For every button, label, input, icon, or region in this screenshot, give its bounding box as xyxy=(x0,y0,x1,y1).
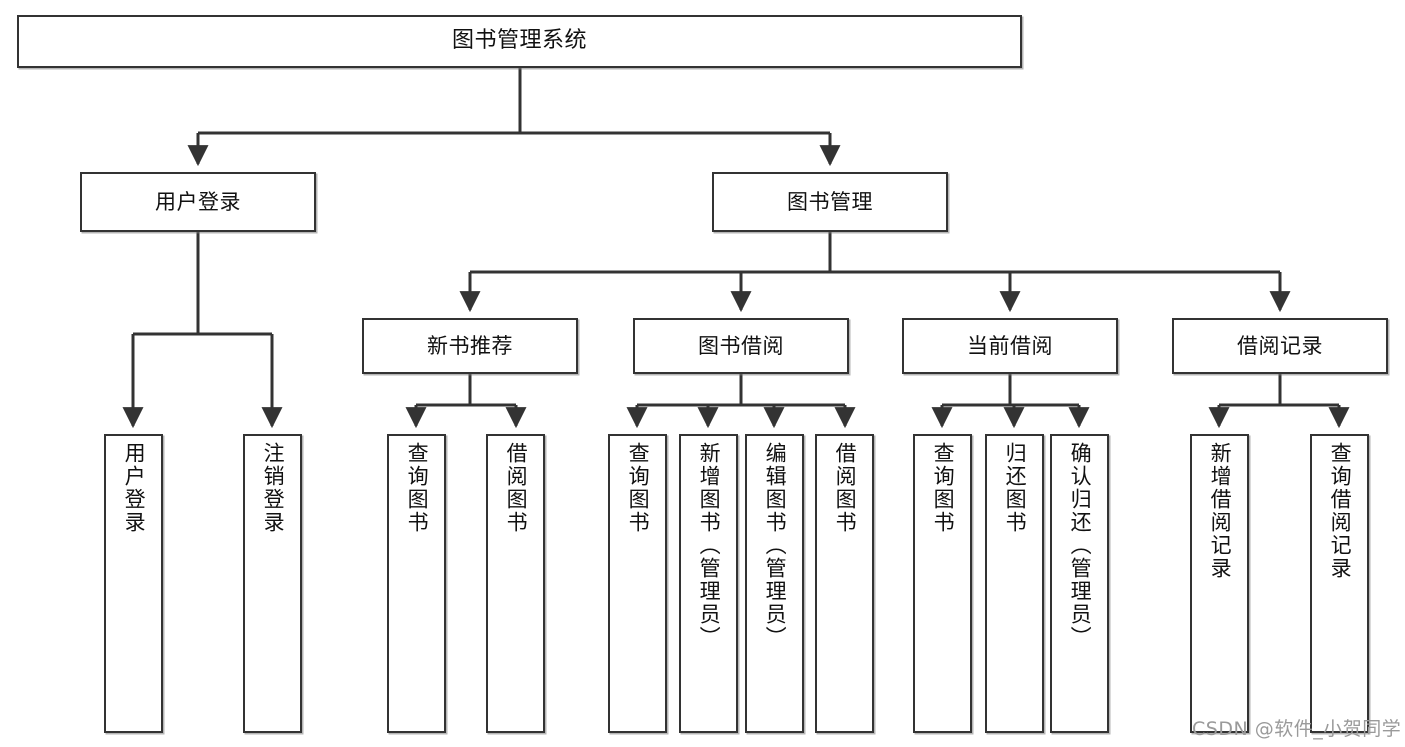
node-current-borrow[interactable]: 当前借阅 xyxy=(902,318,1118,374)
node-label: 编辑图书（管理员） xyxy=(763,442,788,649)
node-label: 图书借阅 xyxy=(698,333,784,358)
node-leaf-add-record[interactable]: 新增借阅记录 xyxy=(1190,434,1249,733)
edge-userlogin-to-leaves xyxy=(122,232,283,429)
node-label: 用户登录 xyxy=(122,442,147,534)
node-label: 归还图书 xyxy=(1003,442,1028,534)
node-leaf-user-login[interactable]: 用户登录 xyxy=(104,434,163,733)
node-leaf-query-book-2[interactable]: 查询图书 xyxy=(608,434,667,733)
edge-currentborrow-to-leaves xyxy=(931,374,1090,429)
node-leaf-query-record[interactable]: 查询借阅记录 xyxy=(1310,434,1369,733)
node-book-borrow[interactable]: 图书借阅 xyxy=(633,318,849,374)
node-label: 用户登录 xyxy=(155,189,241,214)
edge-bookmanage-to-level3 xyxy=(459,232,1291,313)
node-label: 确认归还（管理员） xyxy=(1068,442,1093,649)
node-label: 借阅图书 xyxy=(833,442,858,534)
node-leaf-borrow-book-2[interactable]: 借阅图书 xyxy=(815,434,874,733)
node-label: 查询图书 xyxy=(931,442,956,534)
node-leaf-return-book[interactable]: 归还图书 xyxy=(985,434,1044,733)
node-label: 查询图书 xyxy=(626,442,651,534)
node-leaf-confirm-return[interactable]: 确认归还（管理员） xyxy=(1050,434,1109,733)
node-leaf-query-book-3[interactable]: 查询图书 xyxy=(913,434,972,733)
watermark-text: CSDN @软件_小贺同学 xyxy=(1192,718,1402,740)
edge-newbook-to-leaves xyxy=(405,374,527,429)
node-user-login[interactable]: 用户登录 xyxy=(80,172,316,232)
node-label: 借阅图书 xyxy=(504,442,529,534)
node-leaf-borrow-book-1[interactable]: 借阅图书 xyxy=(486,434,545,733)
node-label: 新书推荐 xyxy=(427,333,513,358)
node-root-system[interactable]: 图书管理系统 xyxy=(17,15,1022,68)
node-leaf-query-book-1[interactable]: 查询图书 xyxy=(387,434,446,733)
edge-bookborrow-to-leaves xyxy=(626,374,856,429)
node-label: 借阅记录 xyxy=(1237,333,1323,358)
node-label: 查询图书 xyxy=(405,442,430,534)
node-label: 新增借阅记录 xyxy=(1208,442,1233,580)
node-label: 当前借阅 xyxy=(967,333,1053,358)
node-label: 注销登录 xyxy=(261,442,286,534)
node-label: 新增图书（管理员） xyxy=(697,442,722,649)
node-leaf-edit-book[interactable]: 编辑图书（管理员） xyxy=(745,434,804,733)
node-leaf-logout[interactable]: 注销登录 xyxy=(243,434,302,733)
node-leaf-add-book[interactable]: 新增图书（管理员） xyxy=(679,434,738,733)
csdn-watermark: CSDN @软件_小贺同学 xyxy=(1192,714,1401,741)
node-borrow-record[interactable]: 借阅记录 xyxy=(1172,318,1388,374)
node-label: 图书管理系统 xyxy=(451,28,587,54)
node-new-book-rec[interactable]: 新书推荐 xyxy=(362,318,578,374)
node-label: 图书管理 xyxy=(787,189,873,214)
node-book-manage[interactable]: 图书管理 xyxy=(712,172,948,232)
edge-root-to-level2 xyxy=(187,68,841,167)
edge-borrowrecord-to-leaves xyxy=(1208,374,1350,429)
node-label: 查询借阅记录 xyxy=(1328,442,1353,580)
